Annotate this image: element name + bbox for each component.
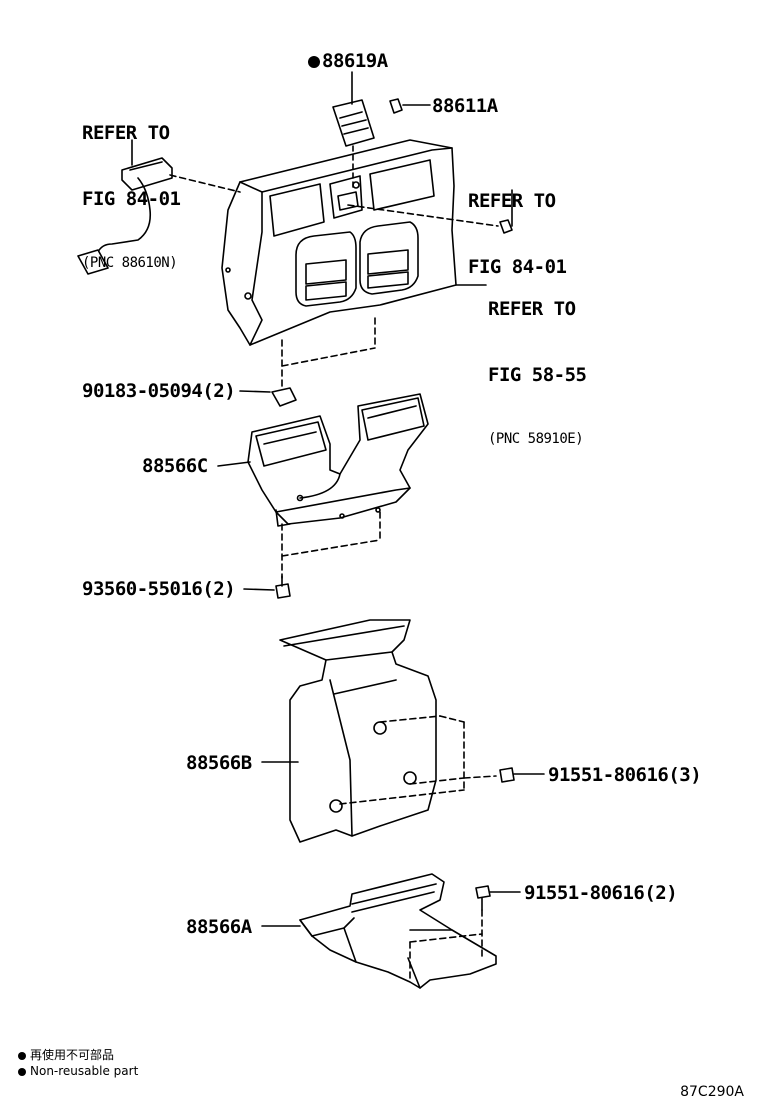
callout-pnc-line: (PNC 88610N) [82, 255, 178, 271]
callout-91551-80616-2: 91551-80616(2) [524, 882, 678, 904]
legend-jp-text: 再使用不可部品 [30, 1048, 115, 1062]
clip-90183-drawing [239, 387, 297, 407]
duct-88566c-drawing [217, 393, 429, 527]
callout-refer-fig-84-01-left: REFER TO FIG 84-01 (PNC 88610N) [82, 78, 181, 294]
legend-en: Non-reusable part [18, 1064, 138, 1078]
callout-88611a: 88611A [432, 95, 498, 117]
callout-refer-line: REFER TO [488, 298, 576, 320]
callout-93560-55016: 93560-55016(2) [82, 578, 236, 600]
switch-88619a-drawing [332, 71, 375, 191]
callout-fig-line: FIG 84-01 [82, 188, 181, 210]
non-reusable-dot-icon [308, 56, 320, 68]
screw-91551-2-drawing [409, 885, 521, 981]
dashed-guides-middle [281, 511, 381, 579]
duct-88566a-drawing [261, 873, 497, 989]
part-number: 88619A [322, 50, 388, 72]
clip-88611a-drawing [389, 98, 431, 114]
callout-fig-line: FIG 84-01 [468, 256, 567, 278]
callout-88566c: 88566C [142, 455, 208, 477]
dashed-guides-lower [339, 715, 497, 805]
screw-93560-drawing [243, 575, 291, 599]
legend-en-text: Non-reusable part [30, 1064, 139, 1078]
duct-88566b-drawing [261, 619, 437, 843]
console-panel-drawing [221, 139, 457, 346]
legend-jp: 再使用不可部品 [18, 1046, 114, 1063]
callout-88566b: 88566B [186, 752, 252, 774]
callout-90183-05094: 90183-05094(2) [82, 380, 236, 402]
callout-fig-line: FIG 58-55 [488, 364, 587, 386]
non-reusable-dot-icon [18, 1067, 26, 1076]
non-reusable-dot-icon [18, 1051, 26, 1060]
screw-91551-3-drawing [499, 767, 545, 783]
callout-88566a: 88566A [186, 916, 252, 938]
callout-refer-line: REFER TO [468, 190, 556, 212]
dashed-guides-upper [281, 317, 376, 393]
screw-right-top-drawing [347, 189, 513, 234]
left-switch-connector-drawing [77, 139, 241, 275]
callout-91551-80616-3: 91551-80616(3) [548, 764, 702, 786]
callout-88619a: 88619A [308, 50, 388, 72]
callout-pnc-line: (PNC 58910E) [488, 431, 584, 447]
callout-refer-line: REFER TO [82, 122, 170, 144]
callout-refer-fig-84-01-right: REFER TO FIG 84-01 [468, 146, 567, 300]
callout-refer-fig-58-55: REFER TO FIG 58-55 (PNC 58910E) [488, 254, 587, 470]
figure-code: 87C290A [680, 1084, 744, 1100]
